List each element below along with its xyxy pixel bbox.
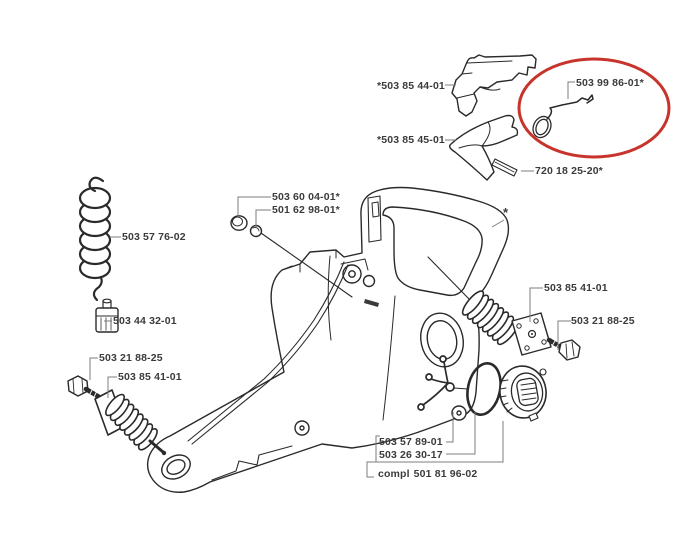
part-label-trigger-lockout: *503 85 44-01	[377, 80, 445, 92]
part-label-screw-left: 503 21 88-25	[99, 352, 163, 364]
fuel-cap-number: 501 81 96-02	[413, 468, 478, 480]
part-label-screw-right: 503 21 88-25	[571, 315, 635, 327]
cap-retainer-drawing	[417, 355, 469, 411]
throttle-trigger-drawing	[448, 114, 519, 181]
part-label-fuel-filter: 503 44 32-01	[113, 315, 177, 327]
fuel-cap-drawing	[499, 365, 547, 422]
fuel-tank-body-drawing	[146, 186, 510, 493]
part-label-throttle-wire: 503 99 86-01*	[576, 77, 644, 89]
part-label-damper-left: 503 85 41-01	[118, 371, 182, 383]
trigger-lockout-drawing	[451, 54, 537, 117]
part-label-o-ring: 503 26 30-17	[379, 449, 443, 461]
part-label-grommet: 501 62 98-01*	[272, 204, 340, 216]
handle-footnote-asterisk: *	[503, 205, 509, 220]
leader-lines	[89, 81, 575, 478]
fuel-filter-drawing	[95, 298, 119, 333]
part-label-damper-right: 503 85 41-01	[544, 282, 608, 294]
fuel-cap-compl-prefix: compl	[378, 468, 410, 480]
tank-plugs-drawing	[230, 215, 263, 238]
damper-left-drawing	[94, 389, 167, 456]
screw-right-drawing	[546, 337, 581, 361]
part-label-fuel-hose: 503 57 76-02	[122, 231, 186, 243]
fuel-line-routing	[187, 232, 471, 445]
part-label-cap-retainer: 503 57 89-01	[379, 436, 443, 448]
damper-right-drawing	[461, 290, 552, 356]
fuel-hose-drawing	[78, 176, 112, 302]
throttle-wire-drawing	[532, 94, 594, 139]
part-label-plug: 503 60 04-01*	[272, 191, 340, 203]
pin-drawing	[491, 158, 518, 177]
highlight-ellipse	[517, 57, 671, 159]
part-label-throttle-trigger: *503 85 45-01	[377, 134, 445, 146]
part-label-pin: 720 18 25-20*	[535, 165, 603, 177]
